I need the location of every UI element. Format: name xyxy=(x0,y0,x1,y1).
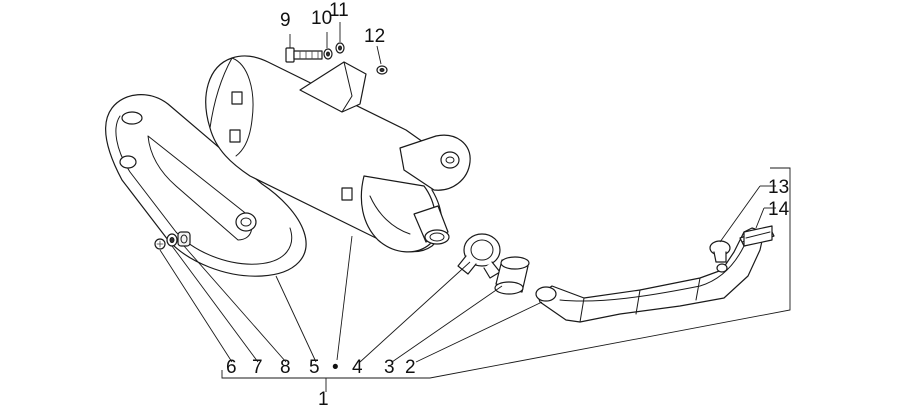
callout-1: 1 xyxy=(318,389,329,408)
exhaust-pipe-part xyxy=(535,227,775,323)
muffler-body-part xyxy=(205,55,471,253)
callout-10: 10 xyxy=(311,8,332,29)
gasket-part-14 xyxy=(743,225,773,247)
washer-part-10 xyxy=(323,48,333,60)
callout-2: 2 xyxy=(405,357,416,378)
callout-14: 14 xyxy=(768,199,790,220)
screw-part-6 xyxy=(154,238,166,250)
leader-lines xyxy=(159,22,791,392)
callout-13: 13 xyxy=(768,177,789,198)
washer-part-12 xyxy=(376,65,388,75)
callout-11: 11 xyxy=(329,0,349,21)
clamp-part xyxy=(457,233,501,279)
gasket-sleeve-part xyxy=(494,256,530,295)
heat-shield-part xyxy=(105,94,307,277)
callout-7: 7 xyxy=(252,357,263,378)
bolt-part-9 xyxy=(285,47,323,63)
callout-3: 3 xyxy=(384,357,395,378)
spring-washer-part-11 xyxy=(335,42,345,54)
callout-12: 12 xyxy=(364,26,385,47)
callout-5: 5 xyxy=(309,357,320,378)
callout-6: 6 xyxy=(226,357,237,378)
stud-part-13 xyxy=(709,240,731,273)
callout-9: 9 xyxy=(280,10,291,31)
callout-dot: • xyxy=(332,357,339,378)
callout-4: 4 xyxy=(352,357,363,378)
callout-8: 8 xyxy=(280,357,291,378)
grommet-part-8 xyxy=(177,231,191,247)
washer-part-7 xyxy=(166,233,178,247)
